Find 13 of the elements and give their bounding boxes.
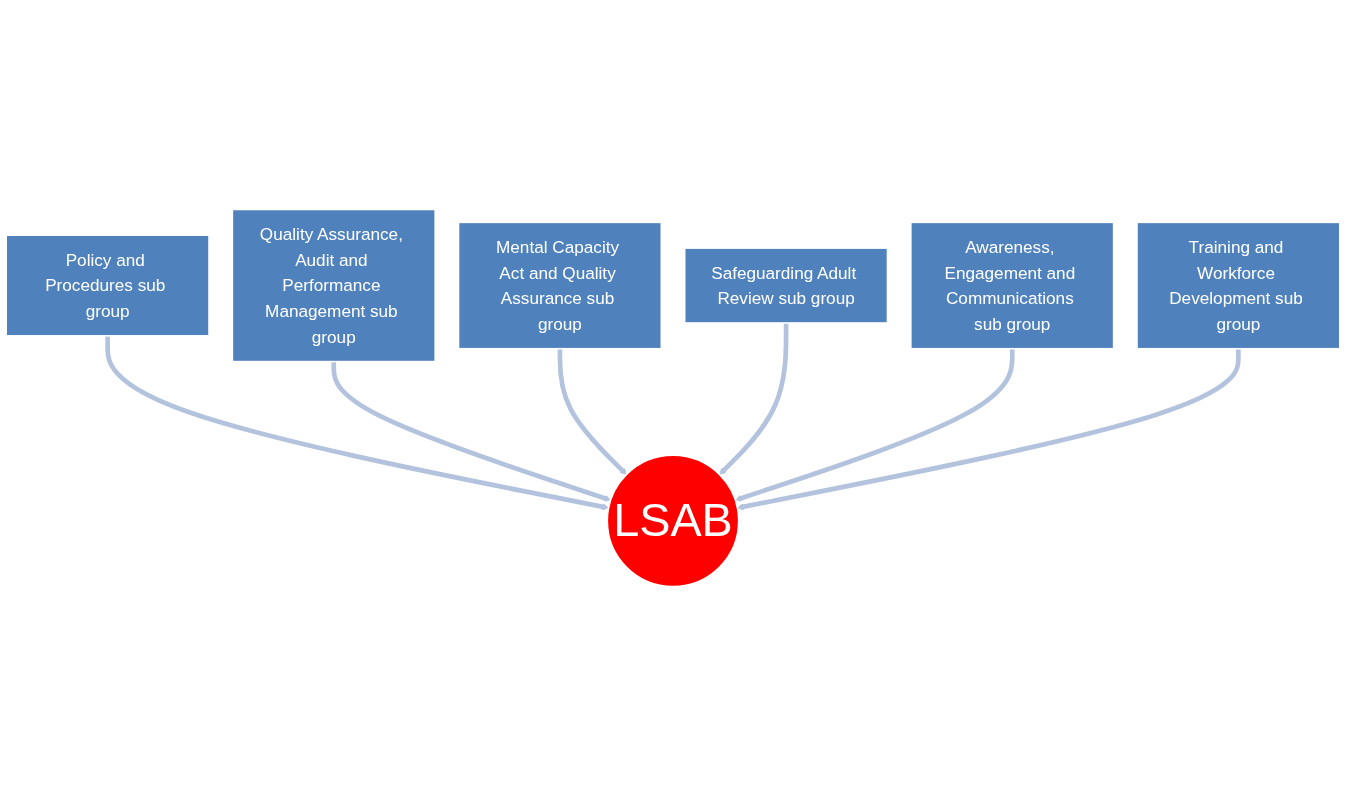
- node-circle: LSAB: [606, 454, 740, 588]
- arrow: [331, 361, 611, 502]
- arrow: [557, 348, 627, 475]
- node-box: Quality Assurance, Audit and Performance Management sub group: [231, 208, 436, 363]
- node-box: Mental Capacity Act and Quality Assurance sub group: [457, 221, 663, 350]
- node-box: Awareness, Engagement and Communications sub group: [910, 221, 1115, 350]
- arrow: [737, 348, 1241, 511]
- arrow: [719, 322, 789, 475]
- node-box: Policy and Procedures sub group: [5, 234, 210, 337]
- arrow: [735, 348, 1015, 502]
- node-box: Safeguarding Adult Review sub group: [683, 247, 889, 324]
- node-box: Training and Workforce Development sub group: [1136, 221, 1341, 350]
- arrow: [105, 335, 609, 511]
